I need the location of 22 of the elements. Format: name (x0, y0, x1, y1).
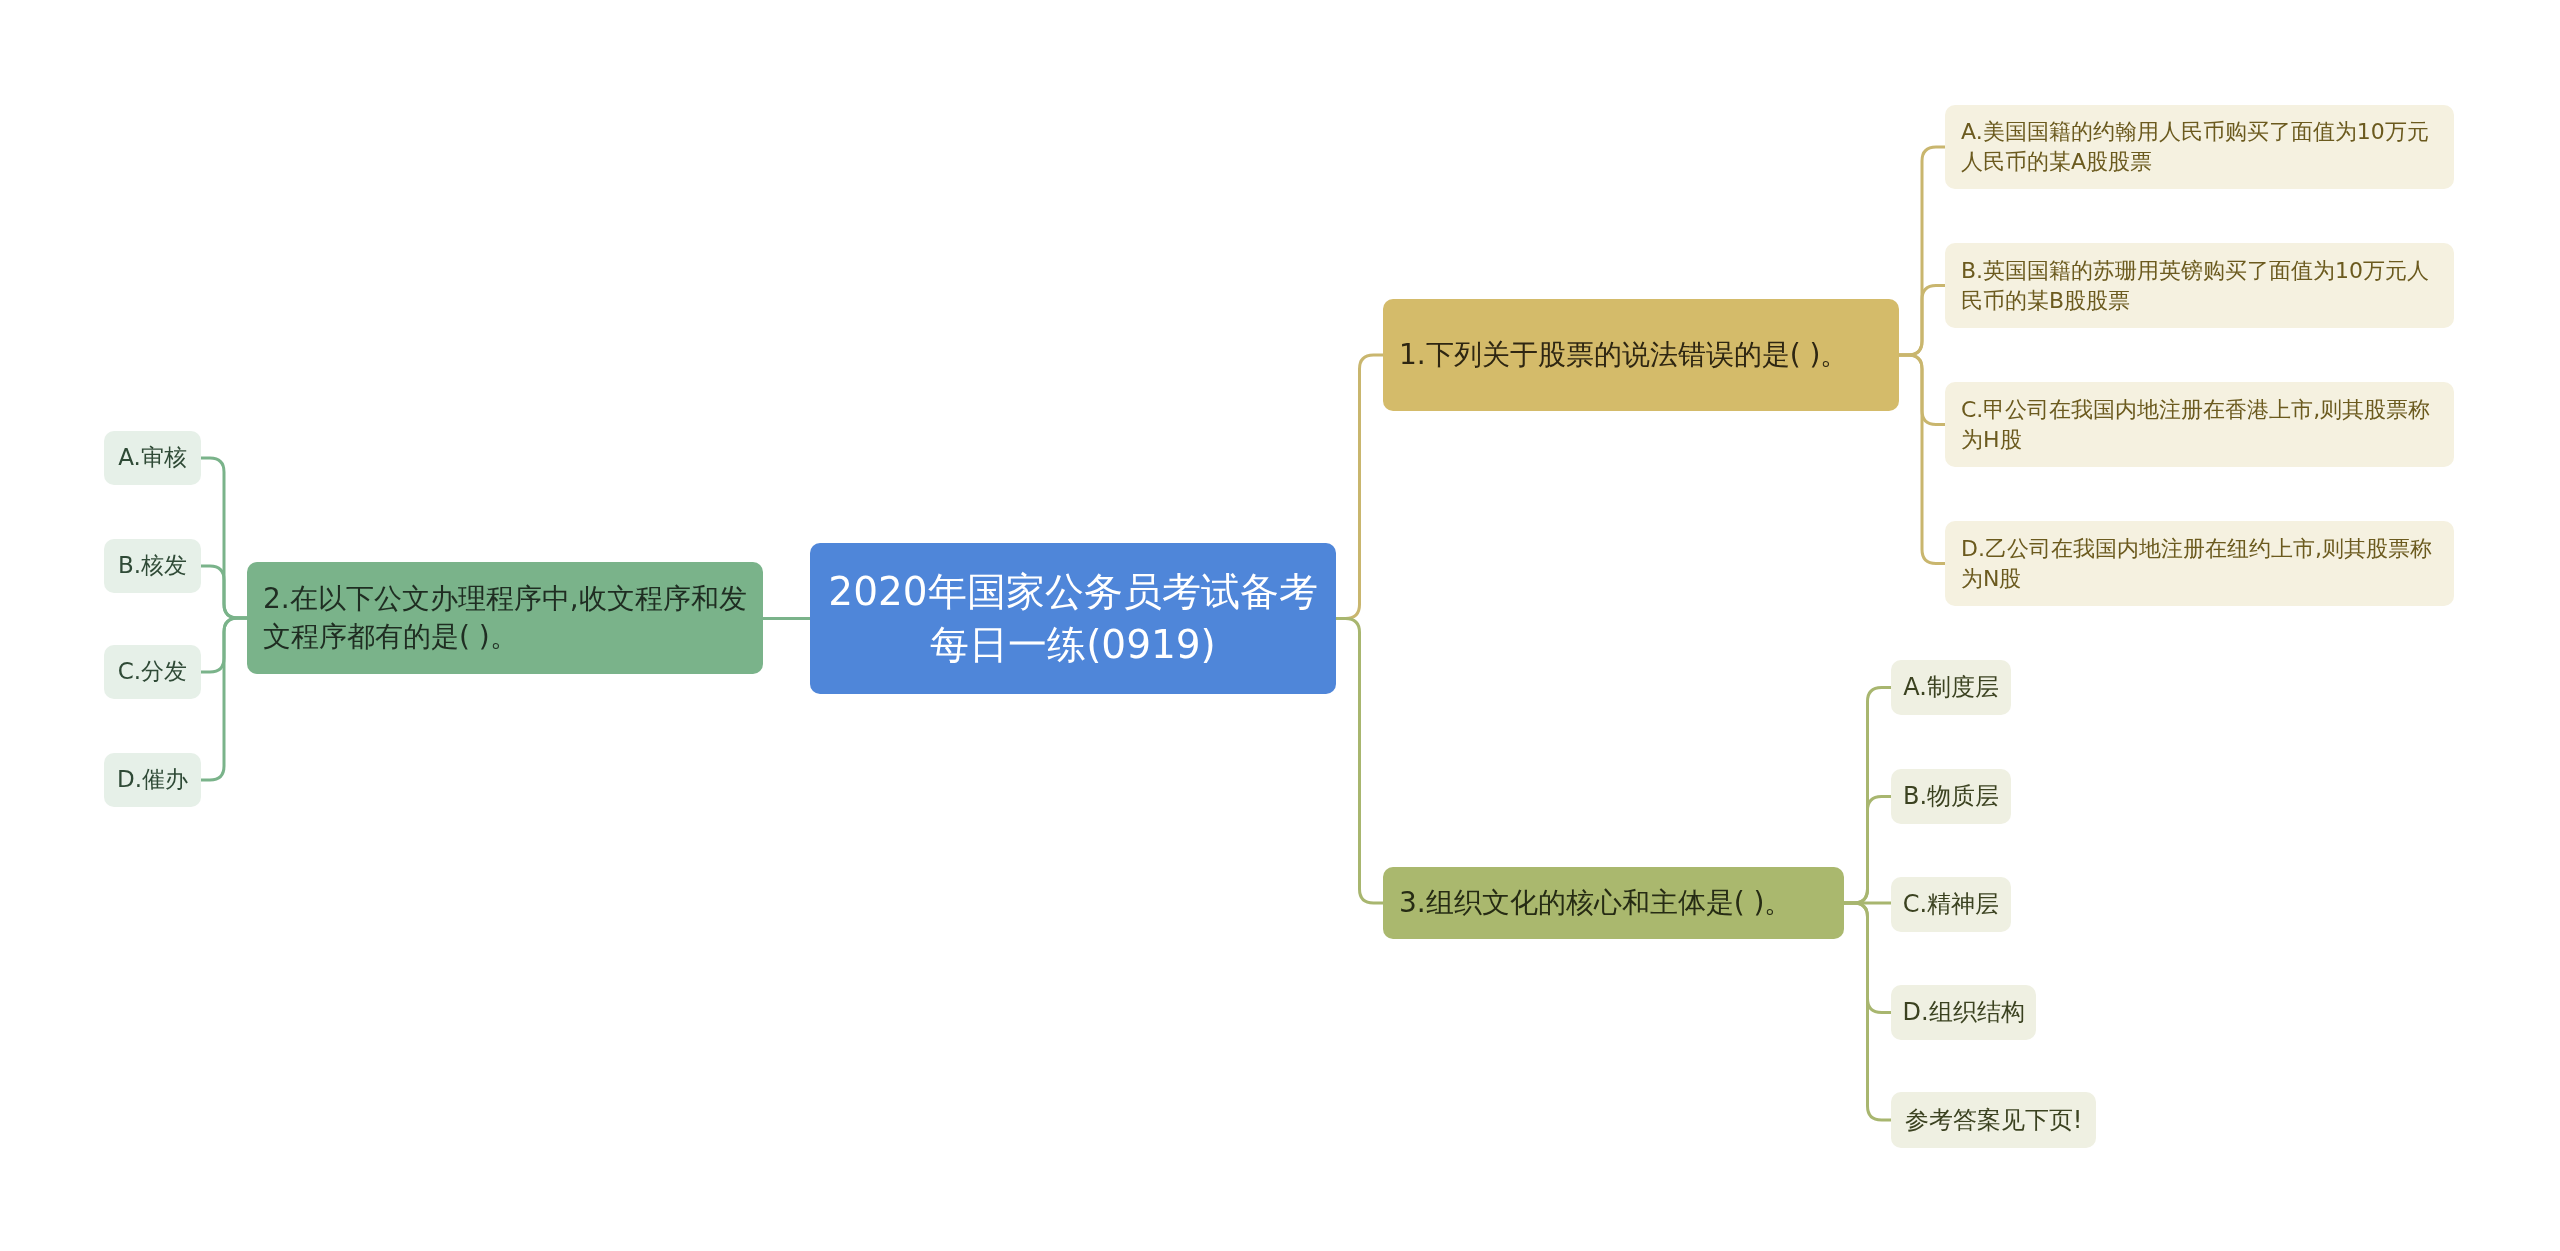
option-box: A.美国国籍的约翰用人民币购买了面值为10万元人民币的某A股股票 (1945, 105, 2454, 189)
option-box: C.精神层 (1891, 877, 2011, 932)
option-box: B.英国国籍的苏珊用英镑购买了面值为10万元人民币的某B股股票 (1945, 243, 2454, 328)
option-box: B.物质层 (1891, 769, 2011, 824)
question-box: 2.在以下公文办理程序中,收文程序和发文程序都有的是( )。 (247, 562, 763, 674)
connector-line (201, 616, 247, 782)
central-topic-box: 2020年国家公务员考试备考每日一练(0919) (810, 543, 1336, 694)
option-box: A.制度层 (1891, 660, 2011, 715)
connector-line (1899, 353, 1945, 565)
option-box: D.催办 (104, 753, 201, 807)
connector-line (1844, 901, 1891, 1122)
option-box: C.分发 (104, 645, 201, 699)
question-box: 1.下列关于股票的说法错误的是( )。 (1383, 299, 1899, 411)
option-box: D.乙公司在我国内地注册在纽约上市,则其股票称为N股 (1945, 521, 2454, 606)
connector-line (1336, 617, 1383, 905)
option-box: A.审核 (104, 431, 201, 485)
option-box: 参考答案见下页! (1891, 1092, 2096, 1148)
option-box: B.核发 (104, 539, 201, 593)
option-box: D.组织结构 (1891, 985, 2036, 1040)
connector-line (763, 617, 810, 620)
option-box: C.甲公司在我国内地注册在香港上市,则其股票称为H股 (1945, 382, 2454, 467)
question-box: 3.组织文化的核心和主体是( )。 (1383, 867, 1844, 939)
